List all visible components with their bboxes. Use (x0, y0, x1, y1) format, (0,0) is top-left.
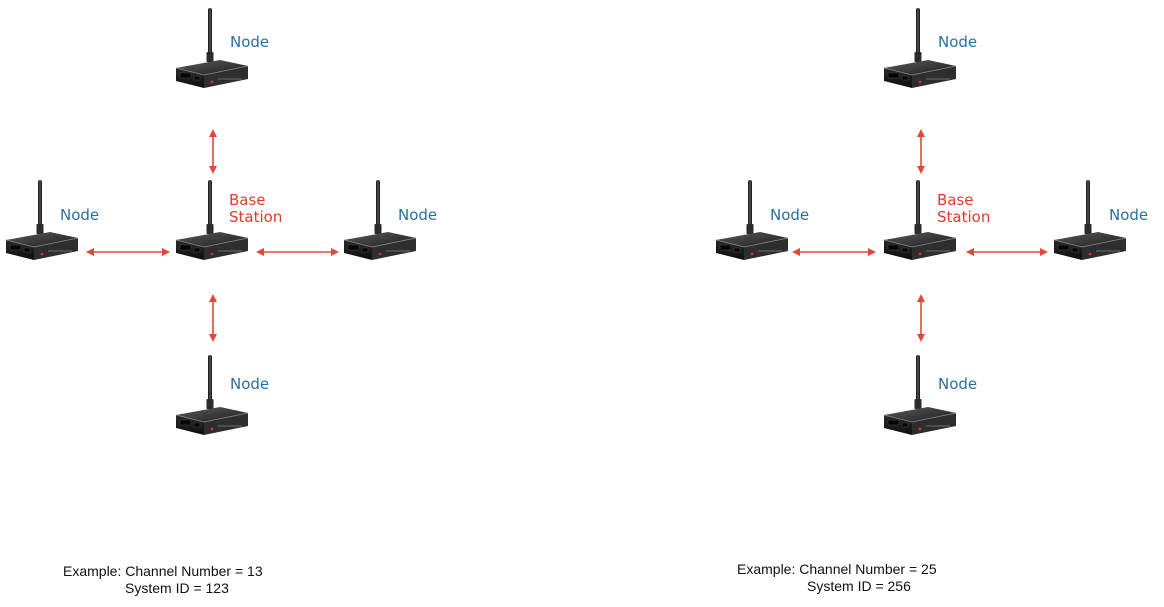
caption-channel-number: Example: Channel Number = 25 (737, 561, 937, 577)
network-diagram-left: Node Node Base Station Node Node (0, 0, 460, 470)
network-diagram-right: Node Node Base Station Node Node (708, 0, 1164, 470)
node-label-right: Node (1109, 206, 1149, 224)
example-caption-right: Example: Channel Number = 25 System ID =… (737, 561, 937, 595)
node-label-top: Node (230, 33, 270, 51)
caption-channel-number: Example: Channel Number = 13 (63, 563, 263, 579)
node-label-bottom: Node (230, 375, 270, 393)
base-station-label-line2: Station (937, 208, 991, 226)
node-label-bottom: Node (938, 375, 978, 393)
node-label-top: Node (938, 33, 978, 51)
base-station-label-line2: Station (229, 208, 283, 226)
caption-system-id: System ID = 123 (125, 580, 229, 596)
node-label-right: Node (398, 206, 438, 224)
node-label-left: Node (770, 206, 810, 224)
caption-system-id: System ID = 256 (807, 578, 911, 594)
base-station-label-line1: Base (229, 191, 266, 209)
base-station-label-line1: Base (937, 191, 974, 209)
base-station-label: Base Station (229, 192, 282, 226)
node-device-icon (172, 355, 252, 437)
example-caption-left: Example: Channel Number = 13 System ID =… (63, 563, 263, 597)
node-label-left: Node (60, 206, 100, 224)
base-station-label: Base Station (937, 192, 990, 226)
node-device-icon (880, 355, 960, 437)
